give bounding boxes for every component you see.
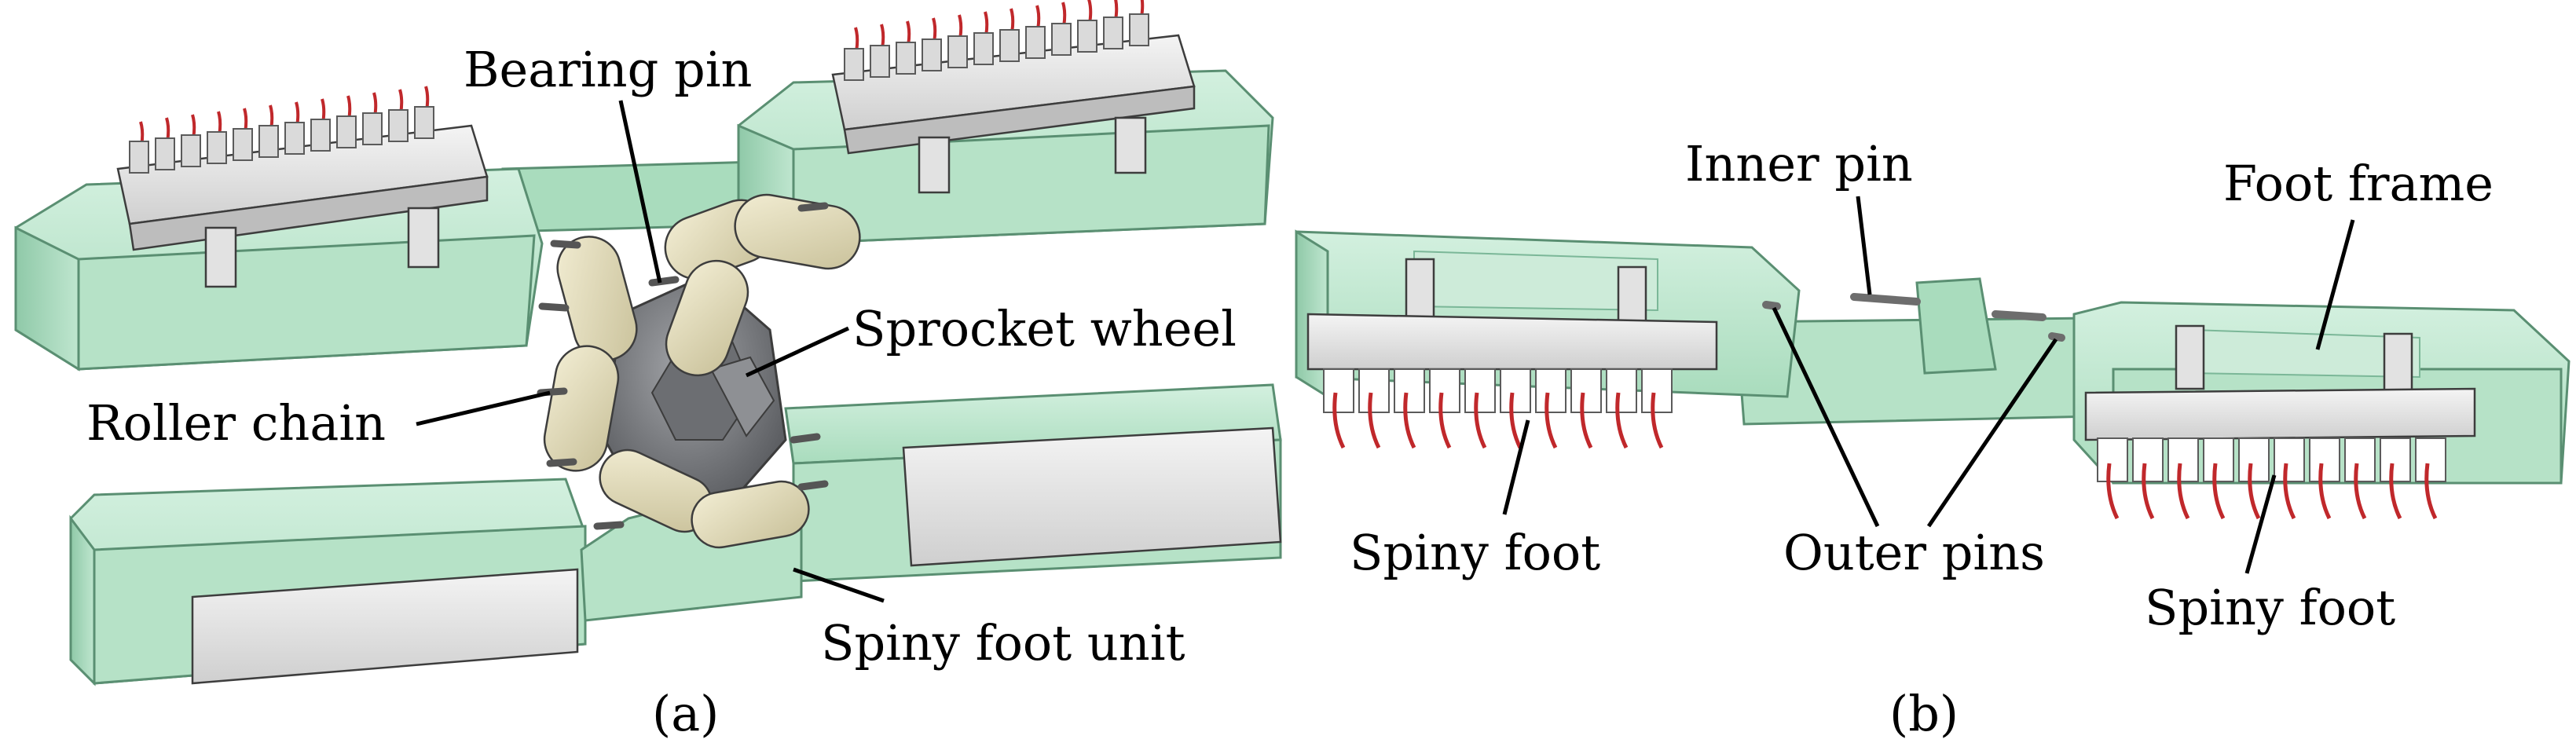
- panel-b-illustration: [1295, 196, 2571, 574]
- center-connector: [1735, 277, 2099, 426]
- panel-a-illustration: [14, 0, 1282, 686]
- label-outer-pins: Outer pins: [1783, 524, 2045, 581]
- pins-b: [1762, 293, 2065, 342]
- label-roller-chain: Roller chain: [86, 394, 386, 452]
- left-spiny-foot-b: [1295, 229, 1801, 449]
- label-spiny-foot-right: Spiny foot: [2145, 579, 2395, 636]
- left-spine-row-b: [1332, 392, 1664, 449]
- upper-left-foot-unit: [14, 86, 544, 372]
- label-sprocket-wheel: Sprocket wheel: [852, 300, 1237, 357]
- label-spiny-foot-unit: Spiny foot unit: [821, 614, 1185, 672]
- label-foot-frame: Foot frame: [2223, 155, 2494, 212]
- label-spiny-foot-left: Spiny foot: [1350, 524, 1600, 581]
- panel-b-leader-lines: [1502, 196, 2355, 574]
- caption-b: (b): [1889, 685, 1959, 742]
- right-spiny-foot-b: [2072, 301, 2571, 520]
- label-bearing-pin: Bearing pin: [464, 41, 752, 98]
- caption-a: (a): [652, 685, 719, 742]
- panel-a-leader-lines: [416, 100, 885, 603]
- roller-chain: [543, 193, 861, 549]
- right-spine-row-b: [2106, 463, 2438, 520]
- label-inner-pin: Inner pin: [1685, 135, 1913, 192]
